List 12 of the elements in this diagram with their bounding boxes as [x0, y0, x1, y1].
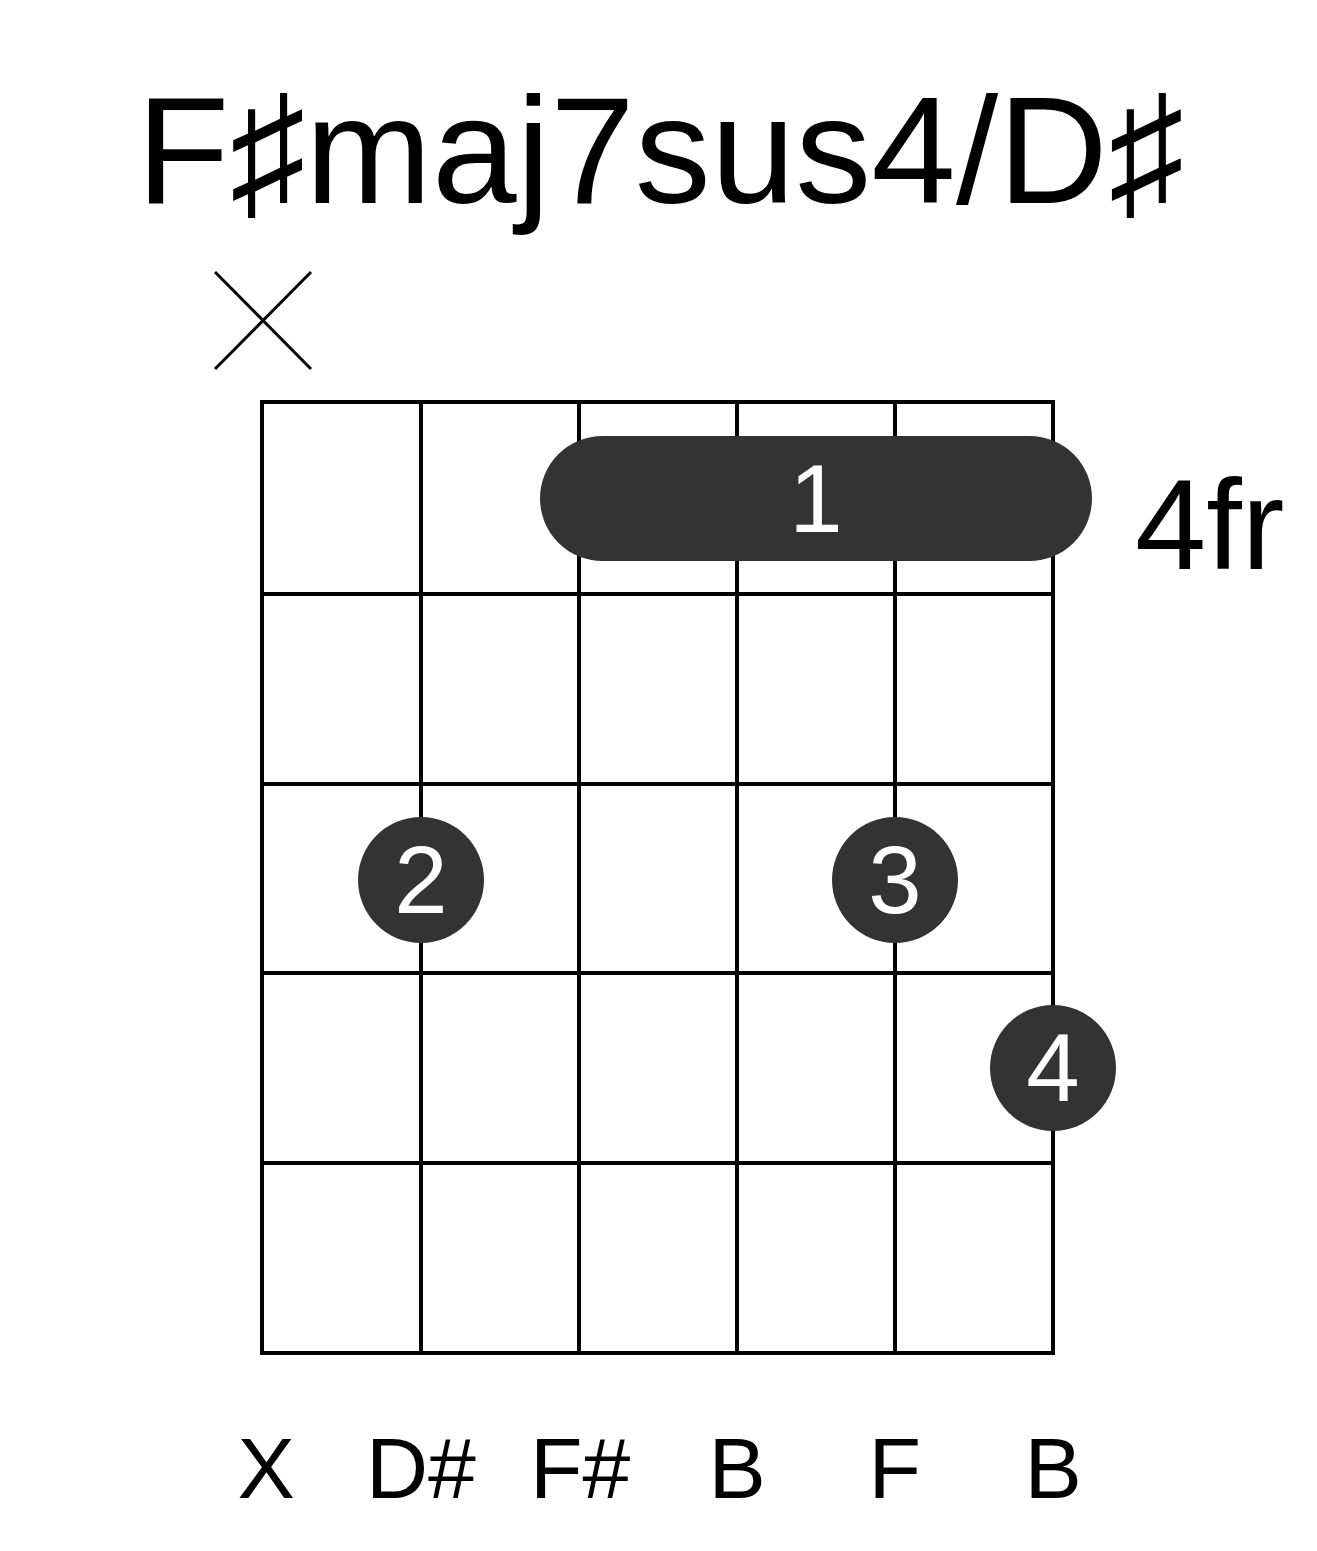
note-label: F [868, 1418, 922, 1518]
finger-number: 3 [868, 825, 922, 936]
finger-number: 2 [394, 825, 448, 936]
chord-title: F♯maj7sus4/D♯ [135, 64, 1185, 238]
finger-number: 4 [1026, 1013, 1080, 1124]
note-label: D# [366, 1418, 476, 1518]
note-label: B [1024, 1418, 1082, 1518]
note-label: F# [530, 1418, 631, 1518]
fret-number-label: 4fr [1135, 452, 1285, 599]
finger-number: 1 [789, 443, 843, 554]
note-label: B [708, 1418, 766, 1518]
note-label: X [237, 1418, 295, 1518]
